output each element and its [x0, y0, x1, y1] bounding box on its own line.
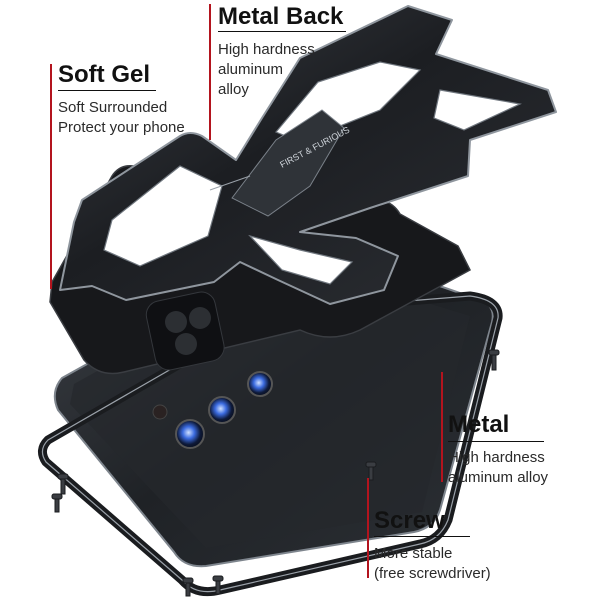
leader-line	[209, 4, 211, 140]
leader-line	[441, 372, 443, 482]
leader-line	[367, 478, 369, 578]
callout-description: More stable (free screwdriver)	[374, 544, 491, 584]
callout-metal: Metal High hardness aluminum alloy	[448, 411, 548, 488]
callout-title: Screw	[374, 507, 445, 534]
screw-icon	[182, 577, 194, 597]
screw-icon	[57, 473, 69, 495]
desc-line: aluminum alloy	[448, 469, 549, 487]
desc-line: alloy	[218, 81, 249, 99]
title-underline	[448, 441, 544, 442]
metal-back-plate	[59, 5, 557, 305]
callout-title: Metal	[448, 411, 510, 438]
title-underline	[218, 31, 346, 32]
callout-description: Soft Surrounded Protect your phone	[58, 98, 185, 138]
desc-line: More stable	[374, 545, 453, 563]
leader-line	[50, 64, 52, 289]
callout-description: High hardness aluminum alloy	[218, 40, 338, 100]
callout-description: High hardness aluminum alloy	[448, 448, 548, 488]
desc-line: Soft Surrounded	[58, 99, 168, 117]
callout-soft-gel: Soft Gel Soft Surrounded Protect your ph…	[58, 61, 185, 138]
callout-title: Metal Back	[218, 3, 344, 30]
callout-title: Soft Gel	[58, 61, 151, 88]
camera-lenses	[152, 371, 273, 449]
desc-line: High hardness	[218, 41, 315, 59]
desc-line: aluminum	[218, 61, 284, 79]
title-underline	[58, 90, 156, 91]
desc-line: Protect your phone	[58, 119, 185, 137]
screws	[51, 349, 500, 597]
screw-icon	[212, 575, 224, 595]
callout-metal-back: Metal Back High hardness aluminum alloy	[218, 3, 344, 100]
desc-line: High hardness	[448, 449, 545, 467]
title-underline	[374, 536, 470, 537]
desc-line: (free screwdriver)	[374, 565, 491, 583]
screw-icon	[365, 461, 377, 481]
screw-icon	[488, 349, 500, 371]
screw-icon	[51, 493, 63, 513]
callout-screw: Screw More stable (free screwdriver)	[374, 507, 491, 584]
